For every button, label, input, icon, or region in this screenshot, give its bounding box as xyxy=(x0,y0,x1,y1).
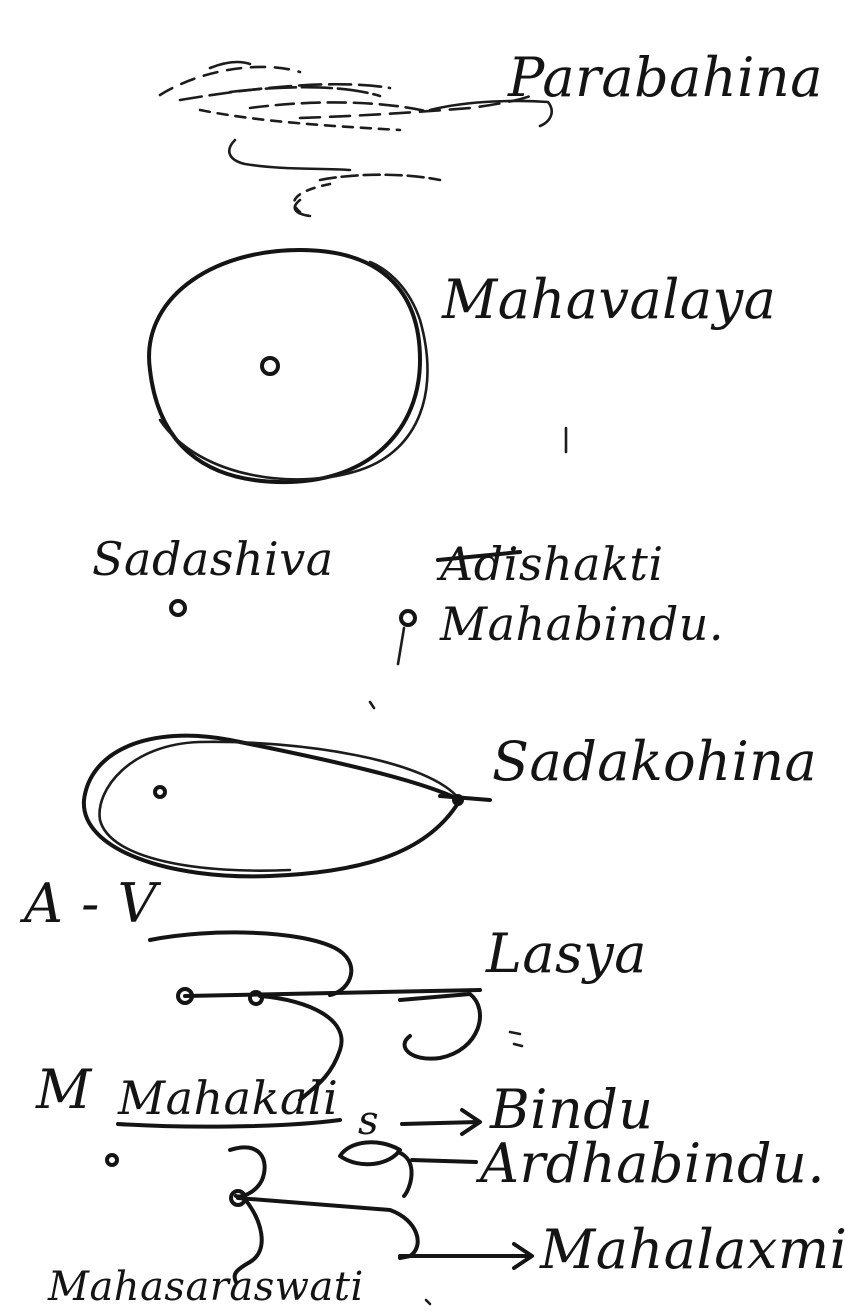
mahakali-underline xyxy=(116,1118,342,1129)
label-av: A - V xyxy=(19,872,162,935)
mahabindu-dot xyxy=(399,609,417,627)
sadashiva-dot xyxy=(169,599,187,617)
label-m: M xyxy=(35,1058,93,1121)
label-mahalaxmi: Mahalaxmi xyxy=(539,1218,845,1281)
strike-through xyxy=(436,550,522,562)
label-sadashiva: Sadashiva xyxy=(92,532,334,586)
label-sadakohina: Sadakohina xyxy=(492,730,817,793)
ink-speck xyxy=(368,700,376,710)
parabahina-sketch xyxy=(158,60,553,218)
ardhabindu-shape xyxy=(338,1140,478,1198)
label-ardhabindu: Ardhabindu. xyxy=(475,1132,825,1195)
label-mahavalaya: Mahavalaya xyxy=(441,268,776,331)
label-s: s xyxy=(358,1098,379,1144)
ink-speck-2 xyxy=(424,1298,432,1306)
small-dot xyxy=(105,1153,119,1167)
mahalaxmi-curves xyxy=(228,1145,534,1284)
label-mahakali: Mahakali xyxy=(117,1071,338,1125)
label-parabahina: Parabahina xyxy=(507,46,823,109)
label-lasya: Lasya xyxy=(485,922,647,985)
label-adishakti: Adishakti xyxy=(436,537,664,591)
bindu-arrow xyxy=(400,1108,482,1136)
sadakohina-teardrop xyxy=(81,733,492,879)
label-mahabindu: Mahabindu. xyxy=(439,597,724,651)
label-bindu: Bindu xyxy=(489,1078,654,1141)
mahavalaya-circle xyxy=(147,248,429,485)
mahabindu-stem xyxy=(396,626,406,666)
lasya-curves xyxy=(148,930,524,1102)
label-mahasaraswati: Mahasaraswati xyxy=(47,1264,364,1310)
